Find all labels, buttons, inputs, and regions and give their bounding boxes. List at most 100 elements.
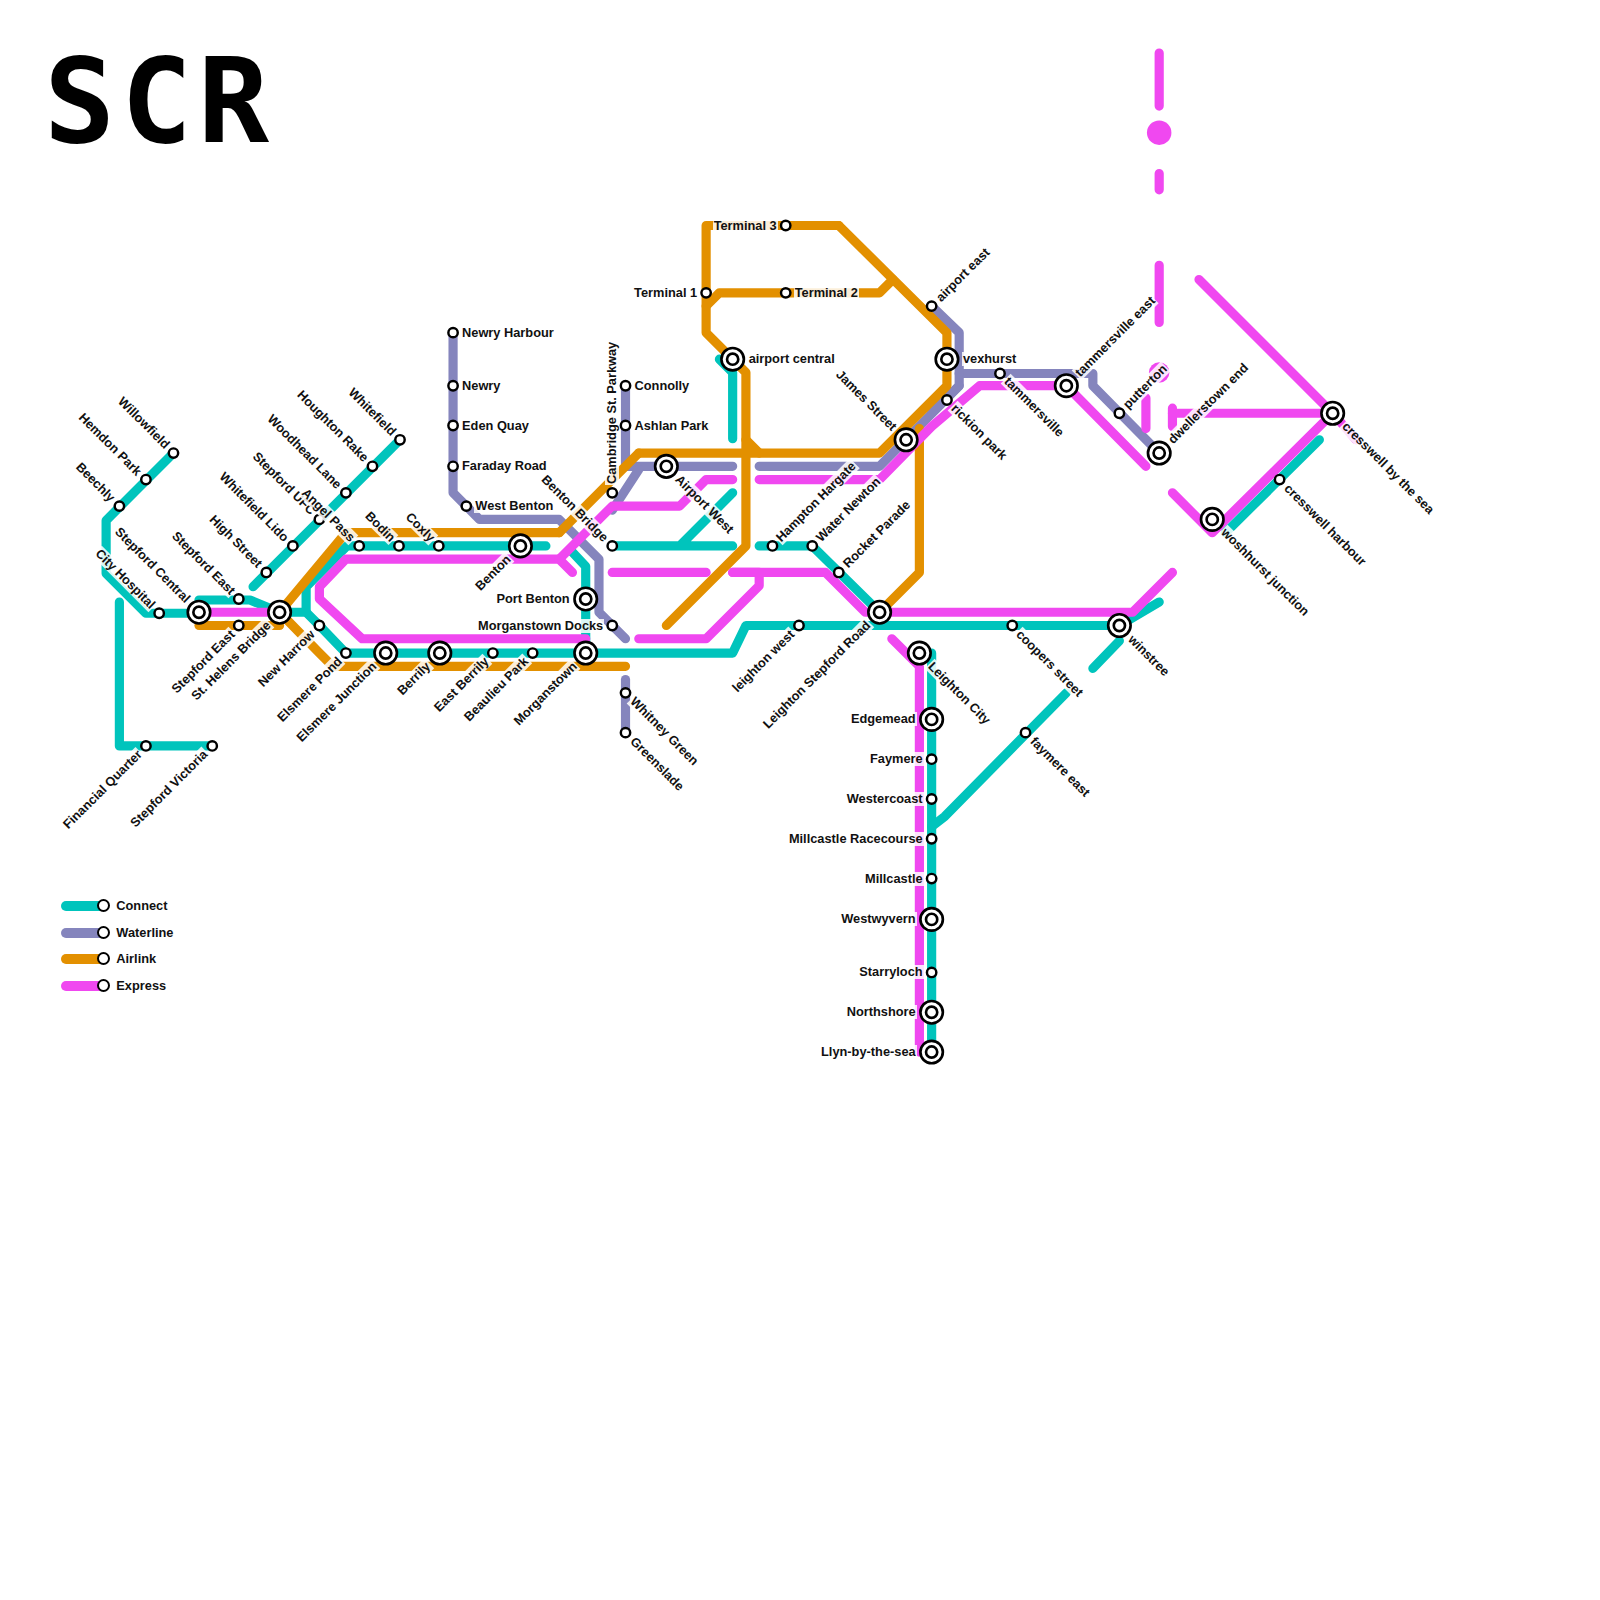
station-label: Terminal 1 — [633, 286, 698, 300]
station-label: Edgemead — [850, 712, 917, 726]
station-marker — [1061, 380, 1072, 391]
express-line — [199, 53, 1356, 1052]
station-label: cresswell by the sea — [1338, 419, 1437, 518]
station-label: vexhurst — [962, 352, 1017, 366]
station-marker — [794, 621, 803, 630]
station-marker — [354, 541, 363, 550]
station-marker — [234, 621, 243, 630]
station-marker — [927, 301, 936, 310]
station-marker — [462, 501, 471, 510]
airlink-line — [199, 226, 947, 667]
station-label: Bodin — [361, 508, 398, 545]
station-marker — [721, 348, 743, 370]
station-marker — [1327, 408, 1338, 419]
station-marker — [368, 462, 377, 471]
station-marker — [914, 647, 925, 658]
station-marker — [154, 609, 163, 618]
station-marker — [621, 381, 630, 390]
station-marker — [580, 593, 591, 604]
station-label: Whitefield — [345, 385, 400, 440]
station-label: Starryloch — [858, 965, 923, 979]
station-marker — [574, 588, 596, 610]
station-marker — [927, 794, 936, 803]
station-label: tammersville east — [1072, 293, 1159, 380]
station-marker — [768, 541, 777, 550]
station-marker — [262, 568, 271, 577]
station-label: Eden Quay — [461, 419, 530, 433]
station-marker — [395, 435, 404, 444]
legend-swatch — [61, 901, 107, 911]
station-marker — [901, 434, 912, 445]
station-marker — [834, 568, 843, 577]
station-marker — [926, 1007, 937, 1018]
station-marker — [341, 648, 350, 657]
station-marker — [1008, 621, 1017, 630]
station-label: Northshore — [846, 1005, 917, 1019]
station-marker — [920, 1001, 942, 1023]
station-marker — [208, 741, 217, 750]
station-label: West Benton — [474, 499, 554, 513]
station-marker — [936, 348, 958, 370]
station-label: Connolly — [634, 379, 691, 393]
station-marker — [701, 288, 710, 297]
station-marker — [580, 647, 591, 658]
station-marker — [1275, 475, 1284, 484]
station-marker — [868, 601, 890, 623]
station-label: Whitney Green — [626, 694, 701, 769]
station-marker — [781, 288, 790, 297]
station-marker — [434, 541, 443, 550]
legend-swatch — [61, 954, 107, 964]
station-label: Faraday Road — [461, 459, 548, 473]
station-marker — [781, 221, 790, 230]
legend-text: Connect — [116, 899, 167, 913]
station-label: woshhurst junction — [1218, 525, 1313, 620]
station-marker — [315, 621, 324, 630]
station-marker — [429, 642, 451, 664]
station-label: faymere east — [1026, 733, 1093, 800]
station-marker — [448, 381, 457, 390]
station-marker — [288, 541, 297, 550]
station-marker — [942, 395, 951, 404]
station-marker — [274, 607, 285, 618]
station-label: Ashlan Park — [634, 419, 710, 433]
station-marker — [995, 369, 1004, 378]
station-marker — [515, 540, 526, 551]
station-marker — [1154, 447, 1165, 458]
station-marker — [434, 647, 445, 658]
station-marker — [1055, 374, 1077, 396]
station-label: Beechly — [73, 459, 119, 505]
station-label: Newry Harbour — [461, 326, 555, 340]
station-marker — [169, 448, 178, 457]
station-label: Millcastle — [864, 872, 924, 886]
station-marker — [926, 714, 937, 725]
station-marker — [1201, 508, 1223, 530]
station-marker — [574, 642, 596, 664]
station-marker — [621, 728, 630, 737]
station-marker — [621, 688, 630, 697]
legend-swatch — [61, 928, 107, 938]
express-dot — [1147, 120, 1171, 144]
station-marker — [394, 541, 403, 550]
station-marker — [920, 1041, 942, 1063]
station-label: airport east — [932, 245, 993, 306]
station-marker — [608, 488, 617, 497]
station-marker — [488, 648, 497, 657]
station-marker — [141, 475, 150, 484]
station-marker — [374, 642, 396, 664]
connect-line — [106, 359, 1319, 1052]
station-marker — [1321, 402, 1343, 424]
station-marker — [141, 741, 150, 750]
station-marker — [380, 647, 391, 658]
legend-swatch — [61, 981, 107, 991]
station-marker — [234, 594, 243, 603]
station-label: rickion park — [948, 401, 1011, 464]
station-marker — [727, 354, 738, 365]
station-marker — [908, 642, 930, 664]
legend-dot — [97, 979, 110, 992]
station-marker — [1148, 442, 1170, 464]
legend-text: Airlink — [116, 952, 156, 966]
station-label: airport central — [748, 352, 836, 366]
station-marker — [1207, 514, 1218, 525]
station-marker — [268, 601, 290, 623]
